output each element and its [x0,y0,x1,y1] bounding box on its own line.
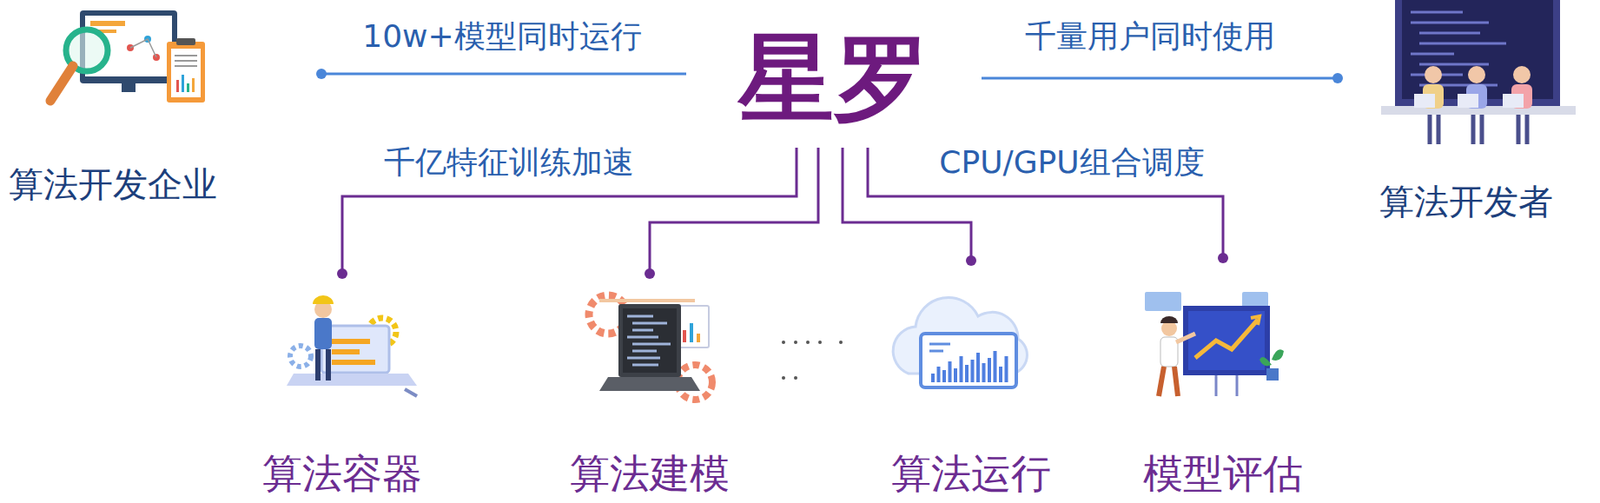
module-node: 算法运行 [875,260,1067,497]
node-label: 算法开发企业 [8,164,218,205]
connector [981,77,1338,80]
title-text: 星罗 [738,23,930,134]
chart-bar [931,373,935,383]
node-label: 算法运行 [891,450,1052,497]
node-label: 算法开发者 [1379,181,1554,222]
chart-bar [993,350,998,383]
chart-bar [982,363,986,383]
connector [321,72,687,76]
edge-label: 千量用户同时使用 [1019,17,1281,55]
ellipsis-dots [781,340,843,380]
chart-bars [931,350,1009,383]
module-node: 模型评估 [1127,257,1319,497]
evaluation-icon [1144,291,1284,397]
chart-bar [942,370,946,383]
user-node: 算法开发企业 [8,0,322,205]
chart-bar [976,352,980,383]
modeling-icon [588,295,713,400]
node-label: 算法容器 [262,450,423,497]
container-icon [286,295,417,397]
module-node: 算法建模 [554,273,746,497]
chart-bar [953,368,958,383]
chart-bar [937,366,941,383]
node-label: 算法建模 [569,450,730,497]
chart-bar [965,364,969,383]
chart-bar [998,366,1003,383]
node-label: 模型评估 [1143,450,1303,497]
edge-label: 千亿特征训练加速 [378,143,640,181]
edge-label: CPU/GPU组合调度 [933,143,1210,181]
chart-bar [948,361,953,383]
chart-bar [1004,356,1009,383]
chart-bar [959,356,964,383]
connector [649,147,819,274]
chart-bar [987,357,992,383]
edge-label: 10w+模型同时运行 [357,17,647,55]
chart-bar [971,359,975,383]
user-node: 算法开发者 [1337,0,1594,222]
title-node: 星罗 [686,8,982,148]
module-node: 算法容器 [246,273,438,497]
running-icon [892,297,1027,388]
developer-icon [1381,0,1576,145]
enterprise-icon [50,10,205,103]
